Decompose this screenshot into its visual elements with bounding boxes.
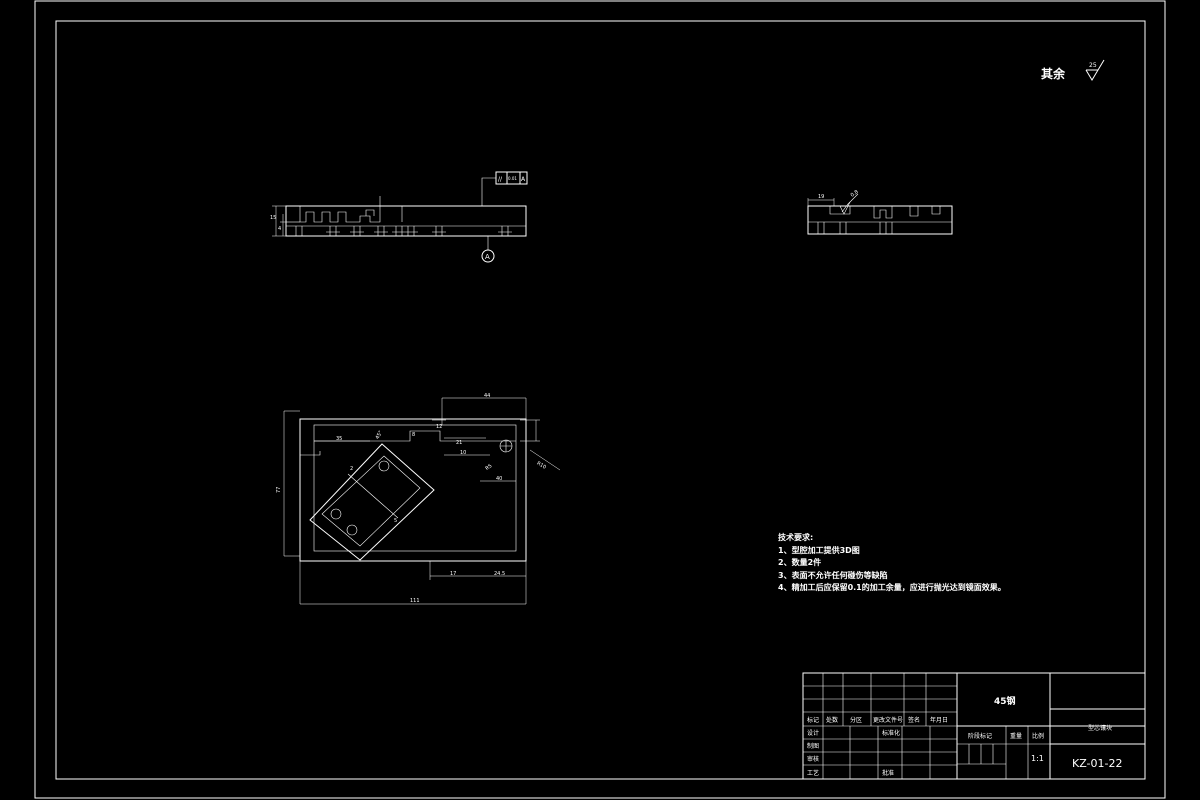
plan-dim-slot-small: 8 (412, 432, 415, 438)
side-roughness: 0.8 (850, 189, 860, 198)
surface-finish-label: 其余 (1041, 66, 1066, 81)
title-label-design: 设计 (807, 729, 819, 737)
plan-view: 44 77 111 35 17 24.5 10 21 40 12 8 45° R… (276, 393, 561, 605)
title-part-name: 型芯镶块 (1088, 724, 1112, 732)
plan-dim-bottom-right: 24.5 (494, 571, 505, 577)
plan-dim-left-top: 35 (336, 436, 342, 442)
title-label-approve: 批准 (882, 769, 894, 777)
title-weight-label: 重量 (1010, 732, 1022, 740)
plan-dim-top-small: 12 (436, 424, 442, 430)
datum-label: A (485, 253, 490, 261)
tech-req-title: 技术要求: (778, 532, 813, 542)
plan-dim-diag-small: 2 (350, 466, 353, 472)
datum-circle-icon (481, 249, 495, 263)
surface-finish-value: 25 (1089, 62, 1097, 69)
side-view: 19 0.8 (807, 189, 953, 235)
roughness-symbol-icon (1085, 59, 1105, 81)
plan-dim-r-a: R5 (484, 463, 493, 472)
title-scale: 1:1 (1031, 754, 1044, 763)
inner-border (55, 20, 1146, 780)
title-label-count: 处数 (826, 716, 838, 724)
title-scale-label: 比例 (1032, 732, 1044, 740)
front-dim-height-b: 4 (278, 226, 281, 232)
side-dim-width: 19 (818, 194, 824, 200)
tech-requirements: 技术要求: 1、型腔加工提供3D图 2、数量2件 3、表面不允许任何碰伤等缺陷 … (778, 532, 1006, 592)
plan-dim-overall-height: 77 (276, 487, 282, 493)
tolerance-symbol: // (498, 176, 503, 183)
title-stage-label: 阶段标记 (968, 732, 992, 740)
title-block: 标记 处数 分区 更改文件号 签名 年月日 设计 标准化 制图 审核 工艺 批准… (802, 672, 1146, 780)
plan-dim-bottom-mid: 17 (450, 571, 456, 577)
outer-border (34, 0, 1166, 799)
front-view: 15 4 A (270, 177, 527, 263)
title-label-process: 工艺 (807, 769, 819, 777)
title-label-draw: 制图 (807, 742, 819, 750)
tech-req-item-2: 2、数量2件 (778, 557, 821, 567)
plan-dim-overall-width: 111 (410, 598, 420, 604)
plan-dim-right-mid: 40 (496, 476, 502, 482)
tolerance-value: 0.01 (508, 176, 517, 181)
title-label-standardize: 标准化 (882, 729, 900, 737)
plan-dim-r-b: R10 (536, 461, 548, 471)
title-label-change-doc: 更改文件号 (873, 716, 903, 724)
plan-dim-angle: 45° (375, 429, 385, 440)
plan-dim-mid-a: 10 (460, 450, 466, 456)
tolerance-frame: // 0.01 A (495, 171, 528, 185)
plan-dim-mid-b: 21 (456, 440, 462, 446)
title-label-check: 审核 (807, 755, 819, 763)
tech-req-item-3: 3、表面不允许任何碰伤等缺陷 (778, 570, 888, 580)
title-material: 45钢 (994, 695, 1016, 707)
title-label-sign: 签名 (908, 716, 920, 724)
front-dim-height-a: 15 (270, 215, 276, 221)
tech-req-item-4: 4、精加工后应保留0.1的加工余量，应进行抛光达到镜面效果。 (778, 582, 1006, 592)
title-drawing-no: KZ-01-22 (1072, 757, 1123, 770)
tech-req-item-1: 1、型腔加工提供3D图 (778, 545, 860, 555)
title-label-mark: 标记 (807, 716, 819, 724)
plan-dim-diag-c: 5 (394, 518, 397, 524)
surface-finish-note: 其余 25 (1041, 59, 1105, 81)
tolerance-datum: A (521, 176, 526, 183)
title-label-date: 年月日 (930, 716, 948, 724)
plan-dim-top-right: 44 (484, 393, 490, 399)
title-label-zone: 分区 (850, 716, 862, 724)
